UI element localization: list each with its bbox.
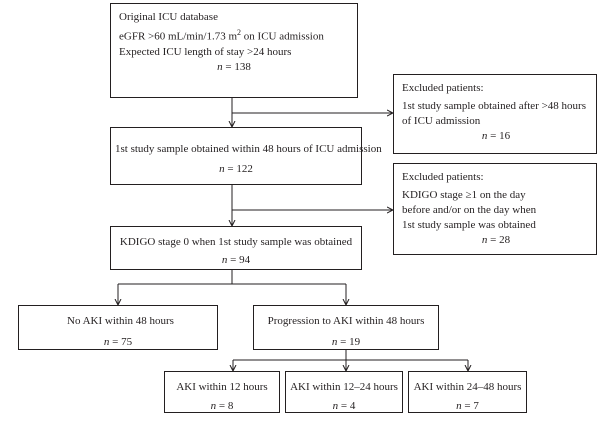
- split-kdigo0: [118, 270, 346, 285]
- original-count: n = 138: [217, 60, 251, 73]
- box-excluded-late-sample: Excluded patients: 1st study sample obta…: [393, 74, 597, 154]
- aki2448-line1: AKI within 24–48 hours: [413, 381, 522, 393]
- original-line2: eGFR >60 mL/min/1.73 m2 on ICU admission: [119, 28, 324, 43]
- excluded1-title: Excluded patients:: [402, 82, 484, 94]
- within48-line1: 1st study sample obtained within 48 hour…: [115, 143, 382, 155]
- box-sample-within-48h: 1st study sample obtained within 48 hour…: [110, 127, 382, 185]
- box-progression-aki: Progression to AKI within 48 hours n = 1…: [253, 305, 439, 350]
- box-aki-12h: AKI within 12 hours n = 8: [164, 371, 280, 413]
- box-original-database: Original ICU database eGFR >60 mL/min/1.…: [110, 3, 358, 98]
- excluded1-count: n = 16: [481, 130, 511, 142]
- kdigo0-line1: KDIGO stage 0 when 1st study sample was …: [119, 236, 353, 248]
- aki12-count: n = 8: [210, 400, 234, 412]
- aki2448-count: n = 7: [456, 400, 479, 412]
- aki12-line1: AKI within 12 hours: [176, 381, 268, 393]
- aki1224-line1: AKI within 12–24 hours: [290, 381, 398, 393]
- box-no-aki: No AKI within 48 hours n = 75: [18, 305, 218, 350]
- noaki-count: n = 75: [103, 336, 133, 348]
- excluded1-line1: 1st study sample obtained after >48 hour…: [402, 100, 587, 112]
- split-progression: [233, 350, 468, 361]
- excluded2-line1: KDIGO stage ≥1 on the day: [402, 189, 526, 201]
- excluded2-line3: 1st study sample was obtained: [402, 219, 536, 231]
- excluded1-line2: of ICU admission: [402, 115, 481, 127]
- box-aki-12-24h: AKI within 12–24 hours n = 4: [285, 371, 403, 413]
- progression-line1: Progression to AKI within 48 hours: [267, 315, 425, 327]
- box-aki-24-48h: AKI within 24–48 hours n = 7: [408, 371, 527, 413]
- kdigo0-count: n = 94: [221, 254, 251, 266]
- noaki-line1: No AKI within 48 hours: [67, 315, 174, 327]
- excluded2-count: n = 28: [481, 234, 511, 246]
- excluded2-title: Excluded patients:: [402, 171, 484, 183]
- original-line1: Original ICU database: [119, 11, 218, 23]
- progression-count: n = 19: [331, 336, 361, 348]
- box-kdigo-stage-0: KDIGO stage 0 when 1st study sample was …: [110, 226, 362, 270]
- original-line3: Expected ICU length of stay >24 hours: [119, 45, 292, 58]
- box-excluded-kdigo: Excluded patients: KDIGO stage ≥1 on the…: [393, 163, 597, 255]
- within48-count: n = 122: [219, 163, 253, 175]
- excluded2-line2: before and/or on the day when: [402, 204, 537, 216]
- aki1224-count: n = 4: [332, 400, 356, 412]
